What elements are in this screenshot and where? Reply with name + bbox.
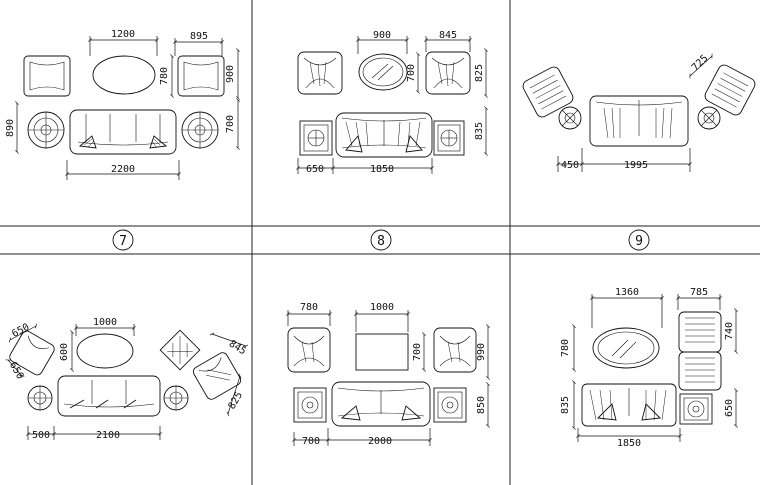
lamp-table-right [697, 106, 721, 130]
armchair-upper [678, 311, 722, 353]
dim-4-right-chair-height: 825 [227, 390, 246, 411]
oval-coffee-table [92, 55, 156, 95]
dim-4-right-chair-width: 845 [227, 338, 248, 357]
dim-4-table-width: 500 [32, 430, 50, 441]
dim-8-chair-height: 825 [474, 64, 485, 82]
lamp-table-right [163, 385, 189, 411]
dim-6-sofa-width: 1850 [617, 438, 641, 449]
armchair-right [177, 55, 225, 97]
lamp-table-left [558, 106, 582, 130]
dim-8-mirror-width: 900 [373, 30, 391, 41]
panel-number-9-label: 9 [635, 234, 643, 249]
panel-9-layout: 725 450 1995 [522, 53, 756, 172]
panel-number-7: 7 [112, 229, 134, 251]
dim-8-table-height: 835 [474, 122, 485, 140]
dim-4-gap-height: 600 [59, 343, 70, 361]
dimension-lines-4 [5, 323, 249, 440]
side-table-left [299, 120, 333, 156]
armchair-lower [678, 351, 722, 391]
dim-5-chair-width: 780 [300, 302, 318, 313]
dim-6-side-height: 650 [724, 399, 735, 417]
dim-8-table-width: 650 [306, 164, 324, 175]
dim-7-sofa-width: 2200 [111, 164, 135, 175]
sofa-two-seat [335, 112, 433, 158]
dim-9-table-width: 450 [561, 160, 579, 171]
rectangular-coffee-table [355, 333, 409, 371]
dim-5-side-height: 850 [476, 396, 487, 414]
armchair-right [425, 51, 471, 95]
dim-5-table-width: 1000 [370, 302, 394, 313]
lamp-table-left [27, 385, 53, 411]
lamp-table-right [181, 111, 219, 149]
dim-6-chair-height: 740 [724, 322, 735, 340]
side-table-right [433, 120, 465, 156]
dim-7-left-height: 890 [5, 119, 16, 137]
dim-7-oval-width: 1200 [111, 29, 135, 40]
dimension-lines-7 [15, 36, 240, 180]
dimension-lines-5 [286, 310, 490, 446]
panel-4-layout: 650 650 1000 600 845 825 500 2100 [5, 317, 249, 441]
sofa-three-seat [57, 375, 161, 417]
sofa-two-seat [331, 381, 431, 427]
panel-number-7-label: 7 [119, 234, 127, 249]
dim-4-sofa-width: 2100 [96, 430, 120, 441]
dim-6-chair-width: 785 [690, 287, 708, 298]
armchair-left [297, 51, 343, 95]
dim-7-gap-height: 780 [159, 67, 170, 85]
dim-5-table-height: 700 [412, 343, 423, 361]
armchair-rotated-right [704, 64, 756, 116]
dim-5-sofa-width: 2000 [368, 436, 392, 447]
armchair-left [23, 55, 71, 97]
dim-9-sofa-width: 1995 [624, 160, 648, 171]
panel-6-layout: 1360 785 780 740 835 650 1850 [560, 287, 738, 449]
dim-6-oval-height: 780 [560, 339, 571, 357]
oval-coffee-table [76, 333, 134, 369]
dim-8-chair-width: 845 [439, 30, 457, 41]
oval-coffee-table [592, 327, 660, 369]
dimension-lines-9 [556, 53, 713, 172]
ottoman-rotated [159, 329, 201, 371]
panel-number-8-label: 8 [377, 234, 385, 249]
panel-5-layout: 780 1000 700 990 850 700 2000 [286, 302, 490, 447]
armchair-right [433, 327, 477, 373]
panel-8-layout: 900 845 700 825 835 650 1850 [296, 30, 488, 175]
dim-6-sofa-height: 835 [560, 396, 571, 414]
dim-5-chair-height: 990 [476, 343, 487, 361]
dimension-lines-8 [296, 36, 488, 174]
armchair-rotated-left [522, 66, 574, 118]
dim-8-gap-height: 700 [406, 64, 417, 82]
dimension-lines-6 [572, 294, 738, 442]
dim-5-side-width: 700 [302, 436, 320, 447]
panel-number-8: 8 [370, 229, 392, 251]
sofa-three-seat [69, 109, 177, 155]
dim-6-oval-width: 1360 [615, 287, 639, 298]
dim-7-chair-height: 900 [225, 65, 236, 83]
sofa-two-seat [581, 383, 677, 427]
dim-4-chair-height: 650 [7, 360, 26, 381]
panel-number-9: 9 [628, 229, 650, 251]
side-table [679, 393, 713, 425]
dim-9-chair-diag: 725 [690, 53, 711, 74]
panel-7-layout: 1200 895 780 900 700 890 2200 [5, 29, 240, 180]
side-table-left [293, 387, 327, 423]
armchair-left [287, 327, 331, 373]
dim-7-chair-width: 895 [190, 31, 208, 42]
lamp-table-left [27, 111, 65, 149]
dim-7-lamp-height: 700 [225, 115, 236, 133]
oval-mirror [358, 53, 408, 91]
dim-4-oval-width: 1000 [93, 317, 117, 328]
side-table-right [433, 387, 467, 423]
dim-8-sofa-width: 1850 [370, 164, 394, 175]
sofa-two-seat [589, 95, 689, 147]
